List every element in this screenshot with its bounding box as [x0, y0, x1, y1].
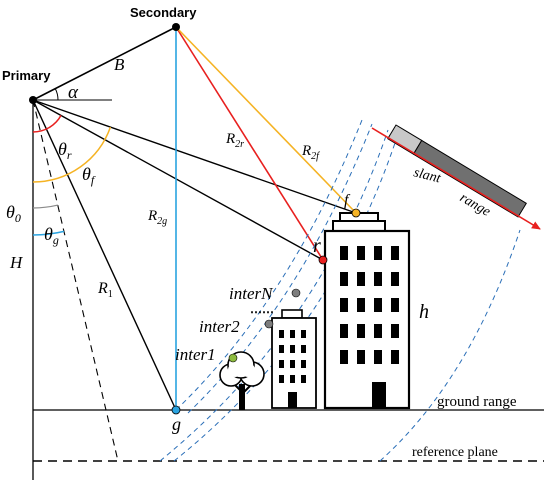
- theta-g-arc: [32, 230, 65, 236]
- theta-r-arc: [32, 115, 62, 133]
- alpha-label: α: [68, 82, 79, 103]
- range-arc-5: [379, 229, 521, 462]
- r2f-label: R2f: [301, 143, 320, 162]
- range-arc-2: [187, 123, 373, 414]
- baseline-line: [32, 26, 177, 101]
- point-f-marker: [351, 208, 361, 218]
- small-building: [271, 309, 317, 409]
- slant-range-arrow: [371, 127, 541, 230]
- theta-r-label: θr: [58, 139, 72, 162]
- secondary-label: Secondary: [130, 5, 197, 20]
- slant-range-bar: [387, 124, 527, 218]
- inter-2-label: inter2: [199, 317, 240, 336]
- reference-plane-label: reference plane: [412, 445, 498, 460]
- height-label: H: [9, 253, 24, 272]
- inter-n-marker: [291, 288, 301, 298]
- r1-range-line: [32, 99, 177, 411]
- baseline-label: B: [114, 55, 125, 74]
- point-r-label: r: [313, 235, 321, 257]
- building-height-label: h: [419, 301, 429, 323]
- r2r-label: R2r: [225, 131, 244, 150]
- inter-n-label: interN: [229, 284, 274, 303]
- point-g-label: g: [172, 414, 181, 434]
- theta-0-arc: [32, 204, 59, 209]
- theta-f-arc: [32, 126, 112, 183]
- inter-1-label: inter1: [175, 345, 216, 364]
- inter-2-marker: [264, 319, 274, 329]
- range-arc-4: [173, 133, 399, 462]
- tall-building: [323, 212, 411, 410]
- theta-g-label: θg: [44, 224, 59, 247]
- nadir-dashed-line: [32, 99, 119, 462]
- point-f-label: f: [344, 192, 351, 209]
- primary-to-f-line: [32, 99, 357, 214]
- range-arc-1: [175, 119, 363, 411]
- ground-range-label: ground range: [437, 394, 517, 410]
- alpha-arc: [54, 88, 59, 101]
- secondary-point: [172, 23, 180, 31]
- theta-0-label: θ0: [6, 202, 21, 225]
- r2f-range-line: [175, 26, 357, 214]
- point-r-marker: [318, 255, 328, 265]
- inter-1-marker: [228, 353, 238, 363]
- theta-f-label: θf: [82, 164, 96, 187]
- slant-label: slant: [412, 165, 443, 186]
- r2r-range-line: [175, 26, 324, 261]
- primary-point: [29, 96, 37, 104]
- tree-icon: [219, 351, 265, 410]
- r2g-label: R2g: [147, 208, 167, 227]
- r1-label: R1: [97, 280, 113, 300]
- primary-label: Primary: [2, 68, 51, 83]
- point-g-marker: [171, 405, 181, 415]
- primary-to-r-line: [32, 99, 324, 261]
- dots-label: ⋯⋯: [250, 305, 274, 319]
